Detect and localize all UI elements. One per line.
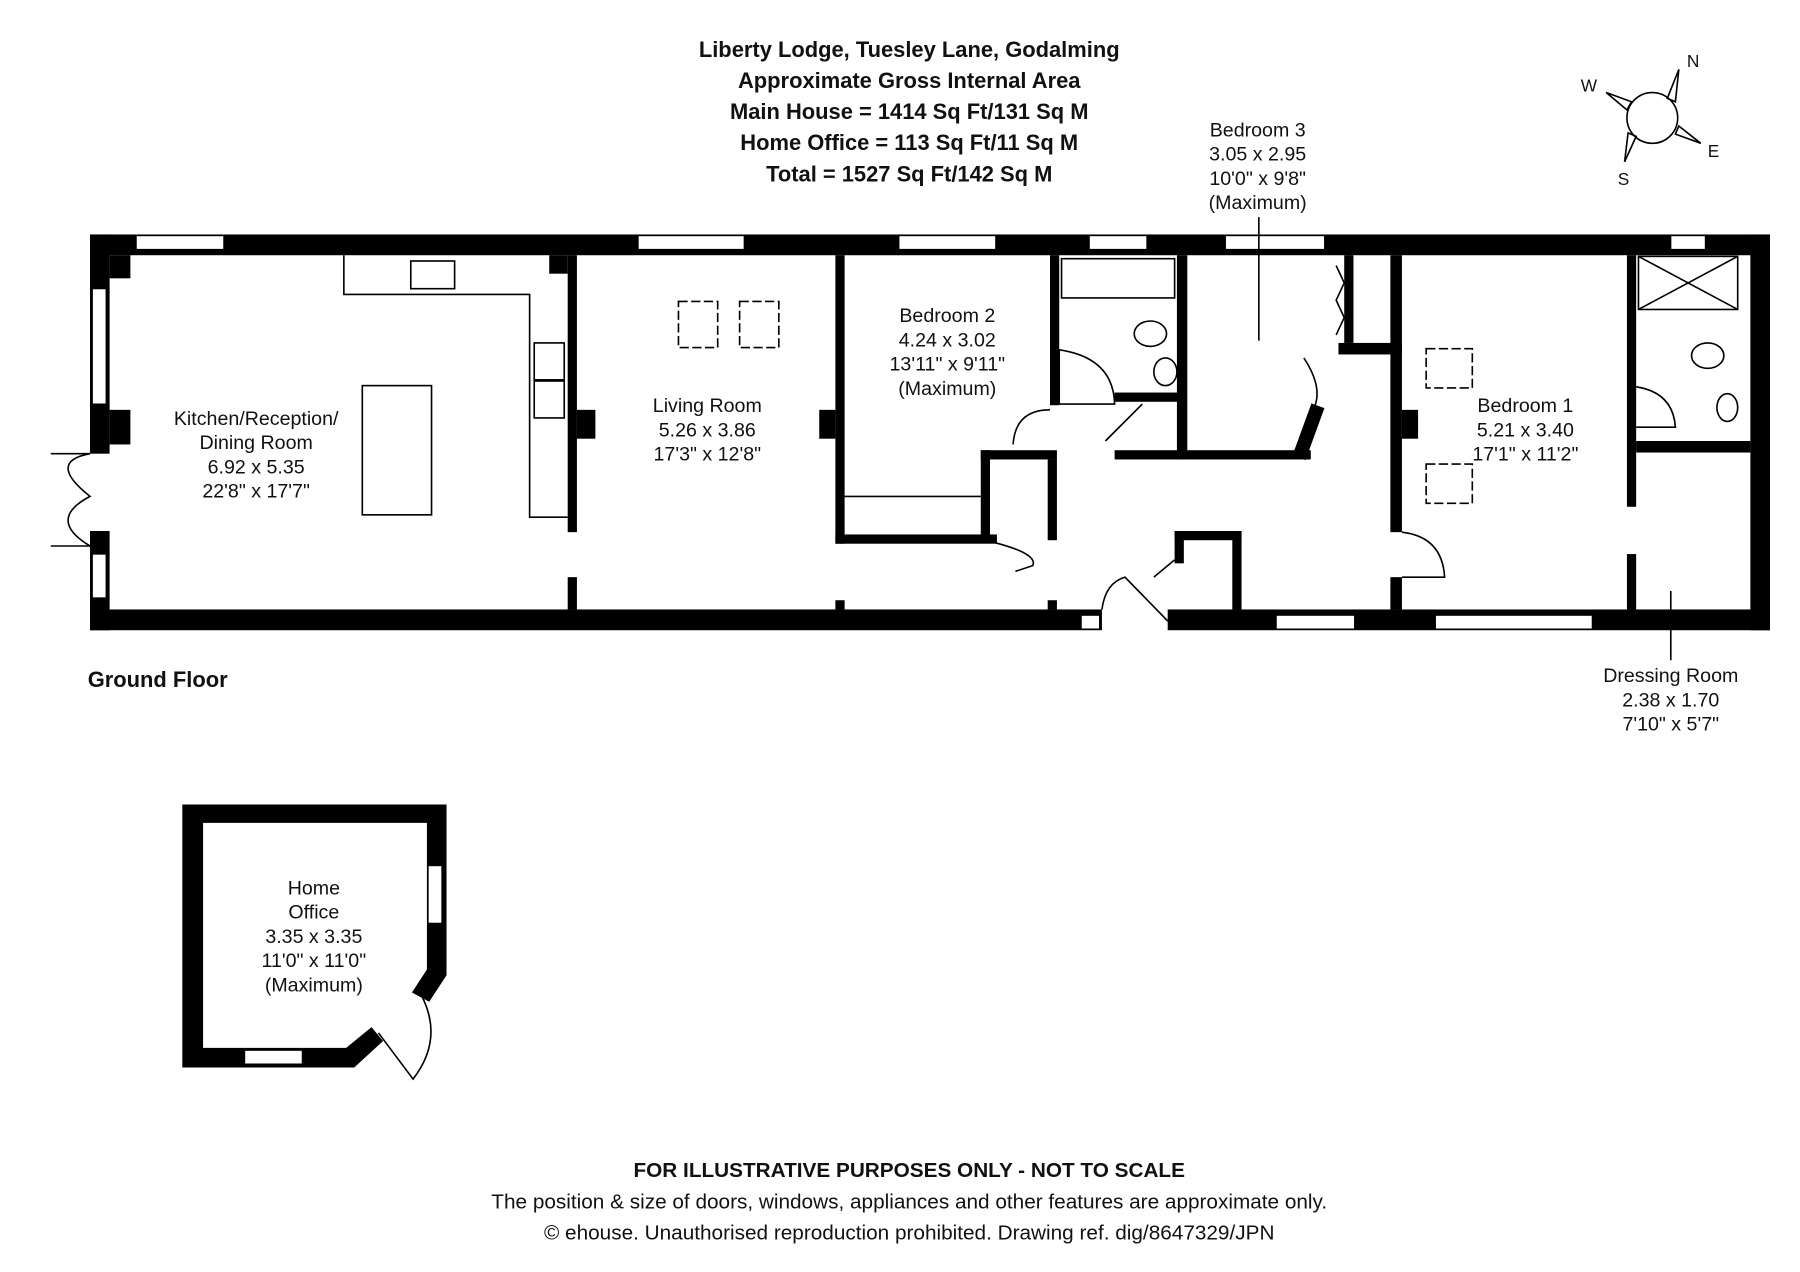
disclaimer: FOR ILLUSTRATIVE PURPOSES ONLY - NOT TO … xyxy=(633,1159,1185,1182)
subtitle: Approximate Gross Internal Area xyxy=(738,68,1081,93)
room-note: (Maximum) xyxy=(1209,192,1307,214)
room-name: Home xyxy=(288,877,340,899)
room-metric: 5.26 x 3.86 xyxy=(659,419,756,441)
footer: FOR ILLUSTRATIVE PURPOSES ONLY - NOT TO … xyxy=(491,1159,1327,1244)
room-note: (Maximum) xyxy=(265,974,363,996)
room-imperial: 10'0" x 9'8" xyxy=(1209,168,1306,190)
floor-label: Ground Floor xyxy=(88,667,228,692)
room-note: (Maximum) xyxy=(898,378,996,400)
compass-icon: N E S W xyxy=(1581,51,1719,189)
room-metric: 6.92 x 5.35 xyxy=(208,456,305,478)
compass-w: W xyxy=(1581,75,1598,95)
copyright: © ehouse. Unauthorised reproduction proh… xyxy=(544,1221,1274,1244)
room-bedroom-1: Bedroom 1 5.21 x 3.40 17'1" x 11'2" xyxy=(1472,395,1578,465)
main-house-area: Main House = 1414 Sq Ft/131 Sq M xyxy=(730,99,1089,124)
home-office-area: Home Office = 113 Sq Ft/11 Sq M xyxy=(740,130,1078,155)
windows xyxy=(91,235,1706,630)
compass-n: N xyxy=(1687,51,1700,71)
room-imperial: 17'3" x 12'8" xyxy=(654,444,762,466)
compass-s: S xyxy=(1618,169,1630,189)
room-name: Bedroom 1 xyxy=(1477,395,1573,417)
room-name: Bedroom 2 xyxy=(899,305,995,327)
room-imperial: 17'1" x 11'2" xyxy=(1472,444,1578,466)
room-imperial: 11'0" x 11'0" xyxy=(262,950,367,972)
room-imperial: 22'8" x 17'7" xyxy=(202,481,310,503)
title: Liberty Lodge, Tuesley Lane, Godalming xyxy=(699,37,1120,62)
header: Liberty Lodge, Tuesley Lane, Godalming A… xyxy=(699,37,1120,187)
room-metric: 3.05 x 2.95 xyxy=(1209,144,1306,166)
total-area: Total = 1527 Sq Ft/142 Sq M xyxy=(766,161,1052,186)
room-imperial: 13'11" x 9'11" xyxy=(890,354,1006,376)
room-metric: 5.21 x 3.40 xyxy=(1477,419,1574,441)
room-metric: 2.38 x 1.70 xyxy=(1622,689,1719,711)
room-name: Kitchen/Reception/ xyxy=(174,408,339,430)
home-office: Home Office 3.35 x 3.35 11'0" x 11'0" (M… xyxy=(182,804,447,1081)
room-name: Bedroom 3 xyxy=(1210,119,1306,141)
room-kitchen-reception-dining: Kitchen/Reception/ Dining Room 6.92 x 5.… xyxy=(174,408,339,503)
fixtures xyxy=(50,217,1739,661)
room-metric: 4.24 x 3.02 xyxy=(899,329,996,351)
room-name: Dining Room xyxy=(199,432,312,454)
room-name: Dressing Room xyxy=(1603,665,1738,687)
room-bedroom-2: Bedroom 2 4.24 x 3.02 13'11" x 9'11" (Ma… xyxy=(890,305,1006,400)
room-dressing: Dressing Room 2.38 x 1.70 7'10" x 5'7" xyxy=(1603,665,1738,735)
room-living: Living Room 5.26 x 3.86 17'3" x 12'8" xyxy=(653,395,762,465)
room-bedroom-3: Bedroom 3 3.05 x 2.95 10'0" x 9'8" (Maxi… xyxy=(1209,119,1307,214)
room-name: Living Room xyxy=(653,395,762,417)
room-metric: 3.35 x 3.35 xyxy=(265,926,362,948)
room-name: Office xyxy=(288,902,339,924)
room-imperial: 7'10" x 5'7" xyxy=(1622,714,1719,736)
footer-note: The position & size of doors, windows, a… xyxy=(491,1190,1327,1213)
compass-e: E xyxy=(1708,141,1720,161)
